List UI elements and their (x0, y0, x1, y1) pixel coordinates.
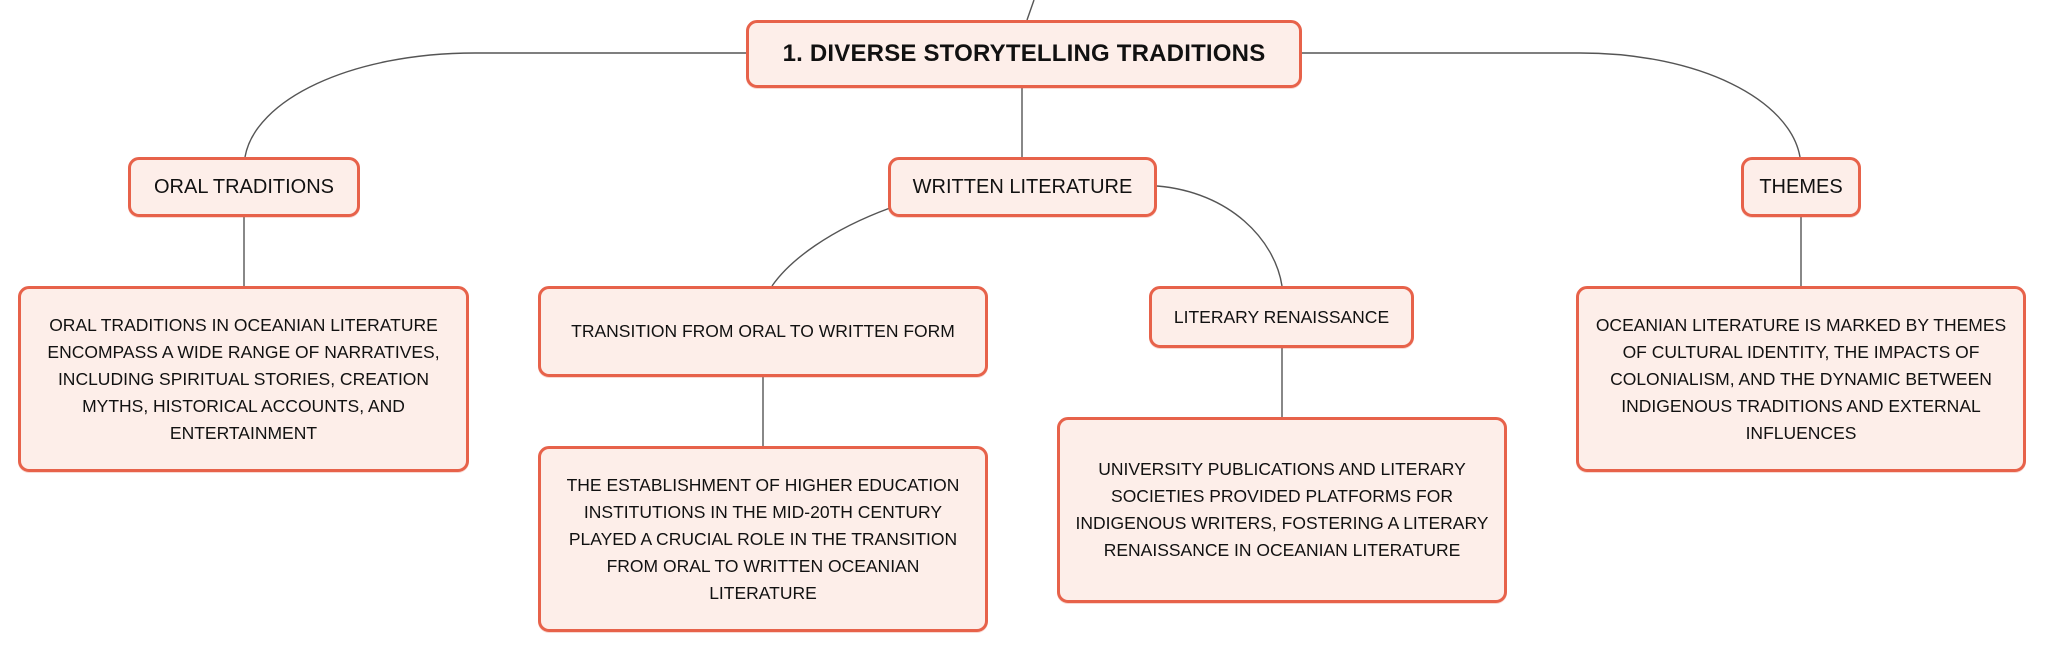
oral-traditions-node[interactable]: ORAL TRADITIONS (128, 157, 360, 217)
edge-written-to-transition (771, 207, 891, 287)
literary-renaissance-detail-node[interactable]: UNIVERSITY PUBLICATIONS AND LITERARY SOC… (1057, 417, 1507, 603)
oral-traditions-detail: ORAL TRADITIONS IN OCEANIAN LITERATURE E… (47, 314, 440, 443)
literary-renaissance-node[interactable]: LITERARY RENAISSANCE (1149, 286, 1414, 348)
edge-root-to-oral (244, 52, 746, 158)
oral-traditions-detail-node[interactable]: ORAL TRADITIONS IN OCEANIAN LITERATURE E… (18, 286, 469, 472)
literary-renaissance-label: LITERARY RENAISSANCE (1173, 306, 1390, 327)
root-node[interactable]: 1. DIVERSE STORYTELLING TRADITIONS (746, 20, 1302, 88)
oral-traditions-label: ORAL TRADITIONS (153, 175, 335, 198)
edge-root-to-themes (1302, 52, 1801, 158)
transition-node[interactable]: TRANSITION FROM ORAL TO WRITTEN FORM (538, 286, 988, 377)
themes-detail: OCEANIAN LITERATURE IS MARKED BY THEMES … (1595, 314, 2007, 443)
transition-detail-node[interactable]: THE ESTABLISHMENT OF HIGHER EDUCATION IN… (538, 446, 988, 632)
root-label: 1. DIVERSE STORYTELLING TRADITIONS (782, 40, 1266, 67)
themes-node[interactable]: THEMES (1741, 157, 1861, 217)
edge-parent-to-root (1026, 0, 1035, 21)
written-literature-label: WRITTEN LITERATURE (912, 175, 1133, 198)
transition-label: TRANSITION FROM ORAL TO WRITTEN FORM (571, 321, 955, 341)
literary-renaissance-detail: UNIVERSITY PUBLICATIONS AND LITERARY SOC… (1075, 459, 1489, 560)
themes-label: THEMES (1759, 175, 1843, 198)
edge-written-to-renaissance (1156, 185, 1283, 287)
themes-detail-node[interactable]: OCEANIAN LITERATURE IS MARKED BY THEMES … (1576, 286, 2026, 472)
transition-detail: THE ESTABLISHMENT OF HIGHER EDUCATION IN… (566, 474, 960, 603)
written-literature-node[interactable]: WRITTEN LITERATURE (888, 157, 1157, 217)
